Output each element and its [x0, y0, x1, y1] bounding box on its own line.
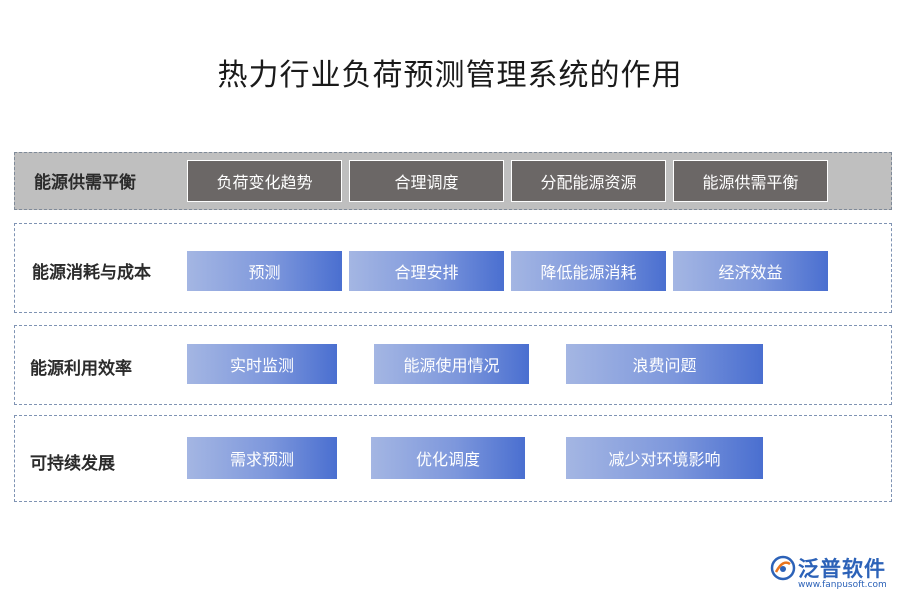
item-box: 分配能源资源 — [511, 160, 666, 202]
item-box: 减少对环境影响 — [566, 437, 763, 479]
row-energy-cost: 能源消耗与成本 预测 合理安排 降低能源消耗 经济效益 — [14, 223, 892, 313]
row-energy-balance: 能源供需平衡 负荷变化趋势 合理调度 分配能源资源 能源供需平衡 — [14, 152, 892, 210]
item-box: 负荷变化趋势 — [187, 160, 342, 202]
fanpu-logo-icon — [770, 555, 796, 581]
row-label: 能源消耗与成本 — [32, 263, 151, 283]
row-label: 能源利用效率 — [30, 359, 132, 379]
item-box: 降低能源消耗 — [511, 251, 666, 291]
item-box: 合理安排 — [349, 251, 504, 291]
item-box: 需求预测 — [187, 437, 337, 479]
page-title: 热力行业负荷预测管理系统的作用 — [217, 58, 683, 93]
row-energy-efficiency: 能源利用效率 实时监测 能源使用情况 浪费问题 — [14, 325, 892, 405]
item-box: 实时监测 — [187, 344, 337, 384]
item-box: 预测 — [187, 251, 342, 291]
row-label: 可持续发展 — [30, 454, 115, 474]
item-box: 浪费问题 — [566, 344, 763, 384]
item-box: 合理调度 — [349, 160, 504, 202]
brand-name: 泛普软件 — [798, 557, 886, 581]
item-box: 优化调度 — [371, 437, 525, 479]
brand-url: www.fanpusoft.com — [798, 580, 887, 590]
item-box: 能源使用情况 — [374, 344, 529, 384]
item-box: 经济效益 — [673, 251, 828, 291]
row-label: 能源供需平衡 — [34, 173, 136, 193]
row-sustainable: 可持续发展 需求预测 优化调度 减少对环境影响 — [14, 415, 892, 502]
item-box: 能源供需平衡 — [673, 160, 828, 202]
brand-logo: 泛普软件 www.fanpusoft.com — [770, 553, 895, 593]
